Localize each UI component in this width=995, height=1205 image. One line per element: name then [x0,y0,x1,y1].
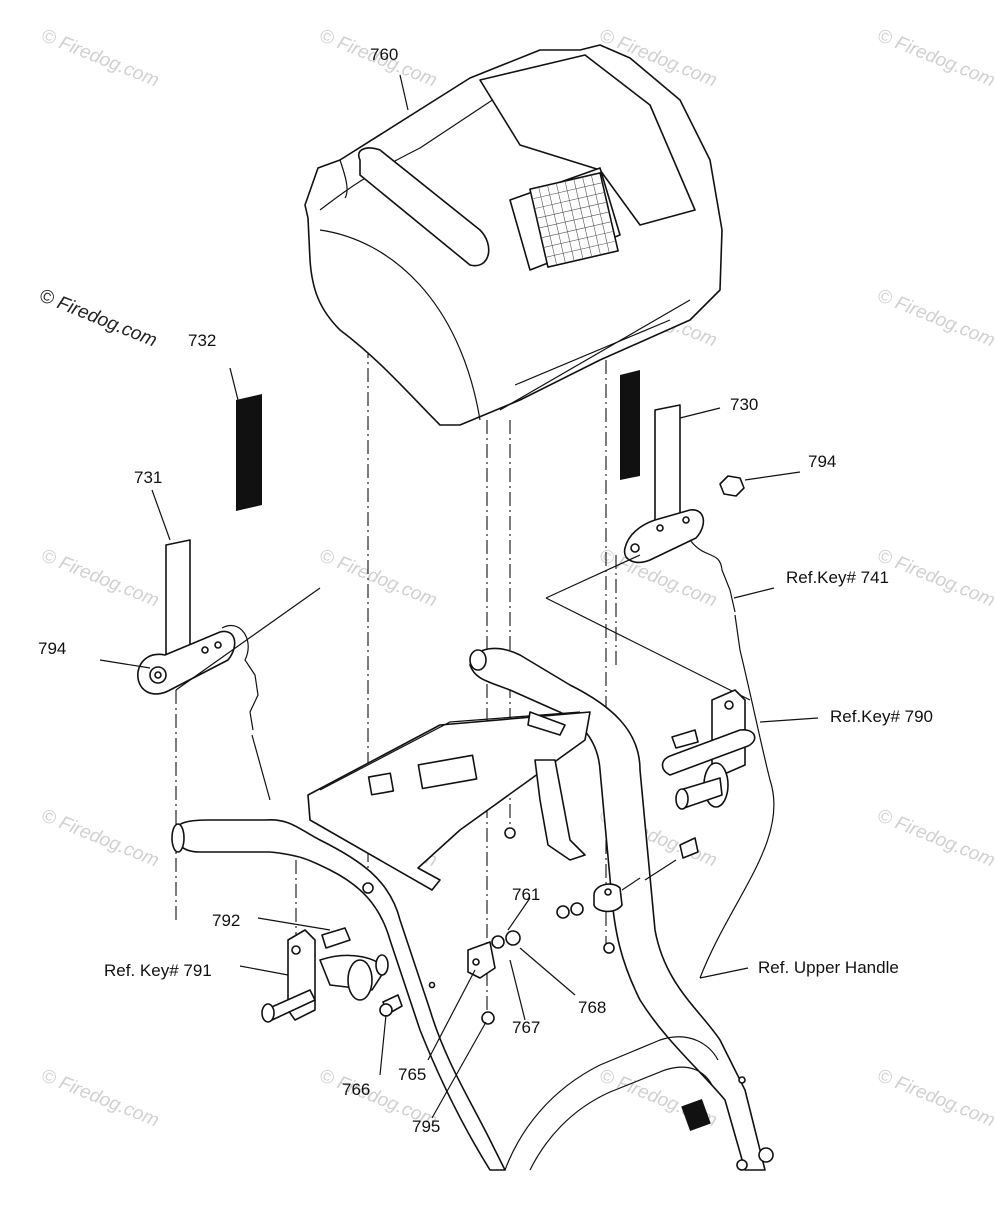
label-767: 767 [512,1018,540,1037]
label-731: 731 [134,468,162,487]
label-730: 730 [730,395,758,414]
watermark-dark: © Firedog.com [36,285,160,351]
mounting-bracket [307,711,591,891]
label-794-right: 794 [808,452,836,471]
watermark: © Firedog.com [38,805,162,871]
label-768: 768 [578,998,606,1017]
watermark: © Firedog.com [874,545,995,611]
label-732: 732 [188,331,216,350]
label-ref-upper-handle: Ref. Upper Handle [758,958,899,977]
label-ref-741: Ref.Key# 741 [786,568,889,587]
headlight-lens-grid [532,174,616,266]
watermark: © Firedog.com [874,285,995,351]
watermark: © Firedog.com [874,1065,995,1131]
headlight-housing [304,44,723,426]
label-760: 760 [370,45,398,64]
watermark: © Firedog.com [316,545,440,611]
left-lever [137,539,321,801]
watermark: © Firedog.com [38,25,162,91]
watermark: © Firedog.com [38,545,162,611]
label-766: 766 [342,1080,370,1099]
part-labels: 760 732 730 731 794 794 Ref.Key# 741 Ref… [38,45,933,1136]
label-ref-790: Ref.Key# 790 [830,707,933,726]
right-lever [545,404,751,701]
watermark: © Firedog.com [38,1065,162,1131]
label-794-left: 794 [38,639,66,658]
label-765: 765 [398,1065,426,1084]
watermark: © Firedog.com [874,805,995,871]
left-pivot-bracket [261,827,521,1025]
leader-lines [99,74,819,1119]
decals [236,370,640,511]
label-761: 761 [512,885,540,904]
watermark: © Firedog.com [874,25,995,91]
label-792: 792 [212,911,240,930]
right-pivot-bracket [556,689,756,954]
label-795: 795 [412,1117,440,1136]
label-ref-791: Ref. Key# 791 [104,961,212,980]
